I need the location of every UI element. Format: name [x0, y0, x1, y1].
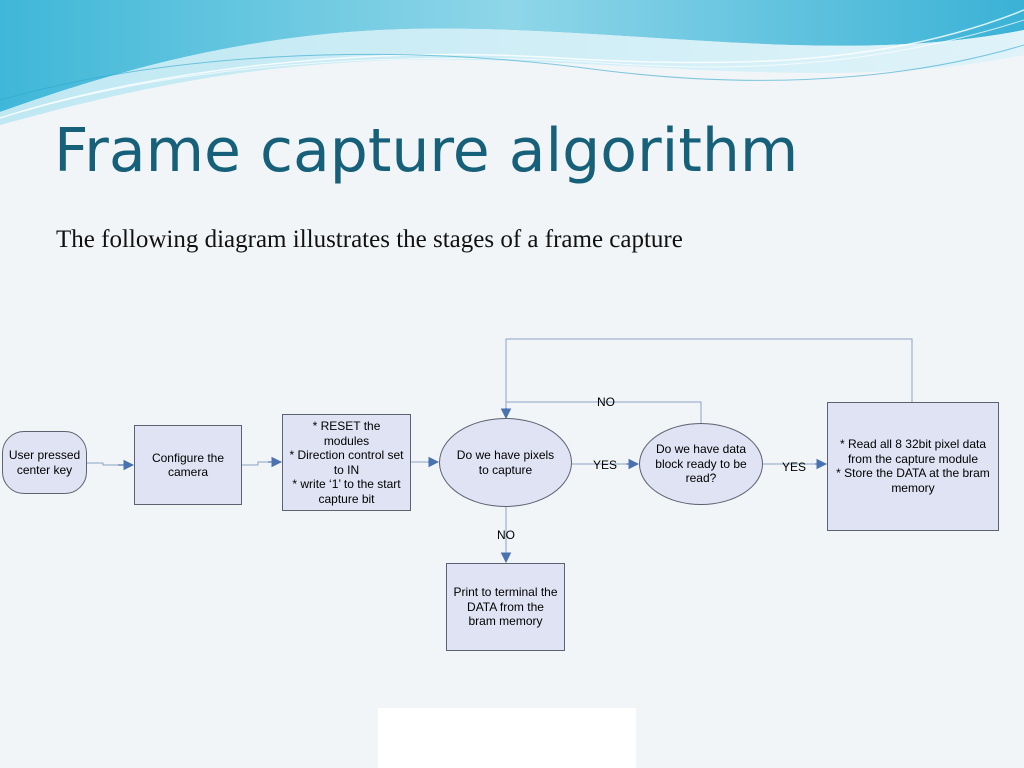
- node-read-store: * Read all 8 32bit pixel data from the c…: [827, 402, 999, 531]
- node-configure: Configure the camera: [134, 425, 242, 505]
- node-print-label: Print to terminal the DATA from the bram…: [453, 585, 558, 628]
- node-read-store-label: * Read all 8 32bit pixel data from the c…: [836, 437, 990, 495]
- edge-label-no-bottom: NO: [497, 528, 515, 542]
- edge-start-configure: [87, 462, 118, 466]
- node-print: Print to terminal the DATA from the bram…: [446, 563, 565, 651]
- node-data-decision-label: Do we have data block ready to be read?: [655, 442, 747, 486]
- wave-shape-light: [0, 28, 1024, 125]
- node-configure-label: Configure the camera: [151, 450, 225, 480]
- edge-label-yes-data: YES: [782, 460, 807, 474]
- node-data-decision: Do we have data block ready to be read?: [639, 423, 763, 505]
- edge-readstore-loop: [505, 338, 913, 408]
- edge-label-yes-pixels: YES: [593, 458, 618, 472]
- wave-line: [0, 44, 1024, 101]
- node-start: User pressed center key: [2, 431, 87, 494]
- node-reset: * RESET the modules * Direction control …: [282, 414, 411, 511]
- node-reset-label: * RESET the modules * Direction control …: [289, 419, 404, 506]
- wave-shape: [0, 0, 1024, 112]
- node-pixels-decision: Do we have pixels to capture: [439, 418, 572, 507]
- node-pixels-decision-label: Do we have pixels to capture: [456, 448, 555, 477]
- node-start-label: User pressed center key: [8, 448, 81, 477]
- edge-label-no-top: NO: [597, 395, 615, 409]
- slide-title: Frame capture algorithm: [54, 116, 799, 186]
- wave-line: [0, 9, 1024, 119]
- slide-subtitle: The following diagram illustrates the st…: [56, 226, 683, 253]
- blank-box: [378, 708, 636, 768]
- wave-line: [19, 19, 1024, 113]
- edge-configure-reset: [242, 461, 268, 466]
